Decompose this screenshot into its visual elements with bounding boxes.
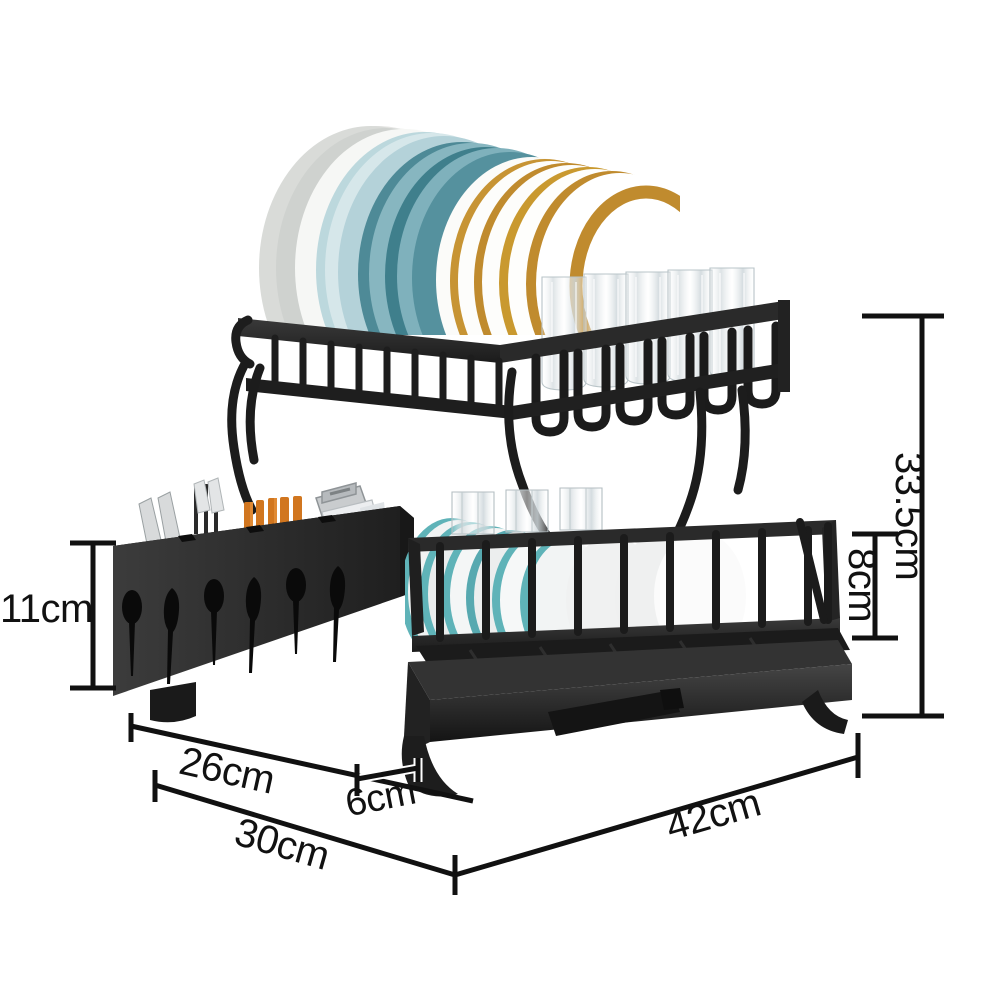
drip-tray	[401, 640, 852, 797]
dimline-26cm	[128, 713, 474, 804]
dimline-42cm	[454, 733, 861, 878]
upper-tier-frame	[231, 300, 790, 437]
support-legs	[227, 357, 750, 575]
dimension-label-11cm: 11cm	[0, 587, 93, 631]
dimension-label-33-5cm: 33.5cm	[887, 452, 931, 581]
utensil-caddy	[113, 506, 414, 723]
dimline-6cm	[354, 758, 423, 796]
dimension-label-8cm: 8cm	[840, 548, 884, 623]
lower-tier-tumblers	[451, 487, 603, 535]
